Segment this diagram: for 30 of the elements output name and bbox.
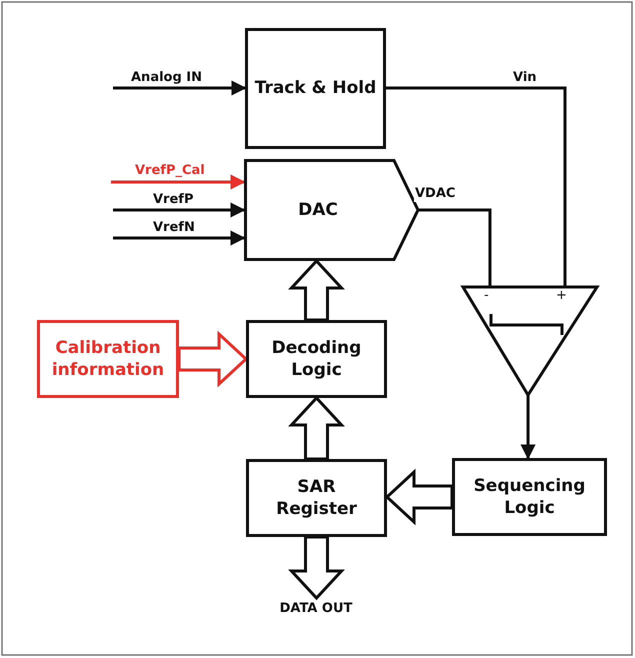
block-arrow [384, 468, 454, 526]
block-label: Sequencing Logic [472, 474, 586, 520]
block-arrow [288, 536, 345, 600]
arrow [520, 395, 536, 460]
connector-line [418, 208, 492, 287]
block-box [246, 459, 387, 537]
arrow [111, 174, 246, 190]
arrow [113, 80, 246, 96]
arrow [113, 230, 246, 246]
block-label: DAC [298, 198, 338, 222]
plus-sign: + [556, 288, 567, 305]
block-box [37, 320, 179, 398]
block-arrow [288, 396, 345, 460]
edge-label: VrefP_Cal [134, 163, 206, 179]
minus-sign: - [484, 288, 489, 305]
block-label: Decoding Logic [270, 336, 362, 382]
block-label: Calibration information [50, 336, 166, 382]
comparator-triangle [460, 285, 600, 397]
block-box [246, 320, 387, 398]
edge-label: Analog IN [130, 70, 204, 86]
edge-label: VDAC [414, 186, 456, 202]
output-label: DATA OUT [280, 600, 352, 618]
block-label: Track & Hold [254, 77, 376, 100]
block-label: SAR Register [275, 476, 358, 520]
block-arrow [178, 330, 248, 388]
arrow [113, 202, 246, 218]
block-box [452, 458, 607, 536]
connector-line [386, 86, 566, 287]
block-arrow [288, 258, 345, 322]
block-box [245, 28, 386, 149]
